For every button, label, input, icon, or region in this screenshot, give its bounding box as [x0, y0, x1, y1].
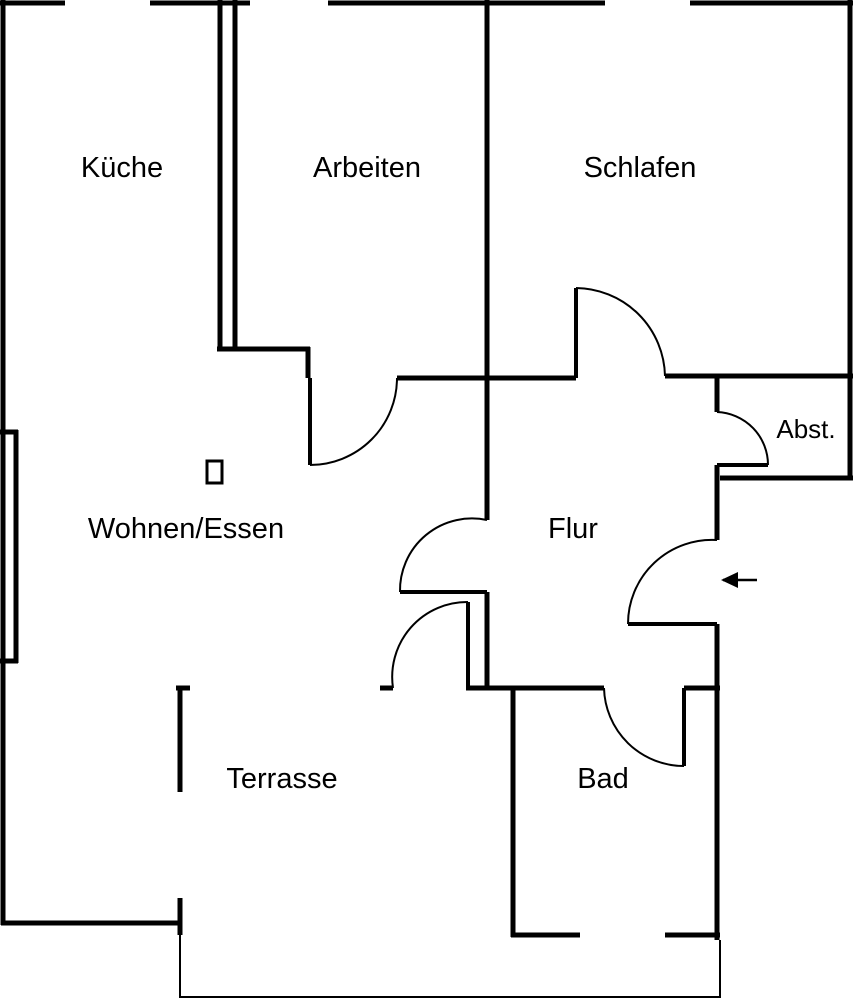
- room-label-flur: Flur: [548, 513, 598, 545]
- room-label-kueche: Küche: [81, 152, 163, 184]
- door-wohnen-flur: [398, 517, 488, 594]
- chimney-square-icon: [205, 459, 224, 485]
- terrace-outline: [179, 935, 721, 998]
- interior-walls: [176, 0, 853, 940]
- door-bad: [603, 687, 686, 767]
- arrow-left-icon: [721, 572, 757, 588]
- room-label-wohnen-essen: Wohnen/Essen: [88, 513, 284, 545]
- door-terrasse: [391, 600, 470, 689]
- door-schlafen: [574, 287, 666, 378]
- outer-walls: [0, 0, 853, 926]
- door-abstellraum: [716, 411, 769, 467]
- room-label-arbeiten: Arbeiten: [313, 152, 421, 184]
- room-label-schlafen: Schlafen: [584, 152, 697, 184]
- room-label-bad: Bad: [577, 763, 629, 795]
- door-entrance: [626, 538, 718, 626]
- room-label-terrasse: Terrasse: [226, 763, 337, 795]
- room-label-abst: Abst.: [776, 414, 835, 444]
- door-arbeiten: [308, 377, 398, 466]
